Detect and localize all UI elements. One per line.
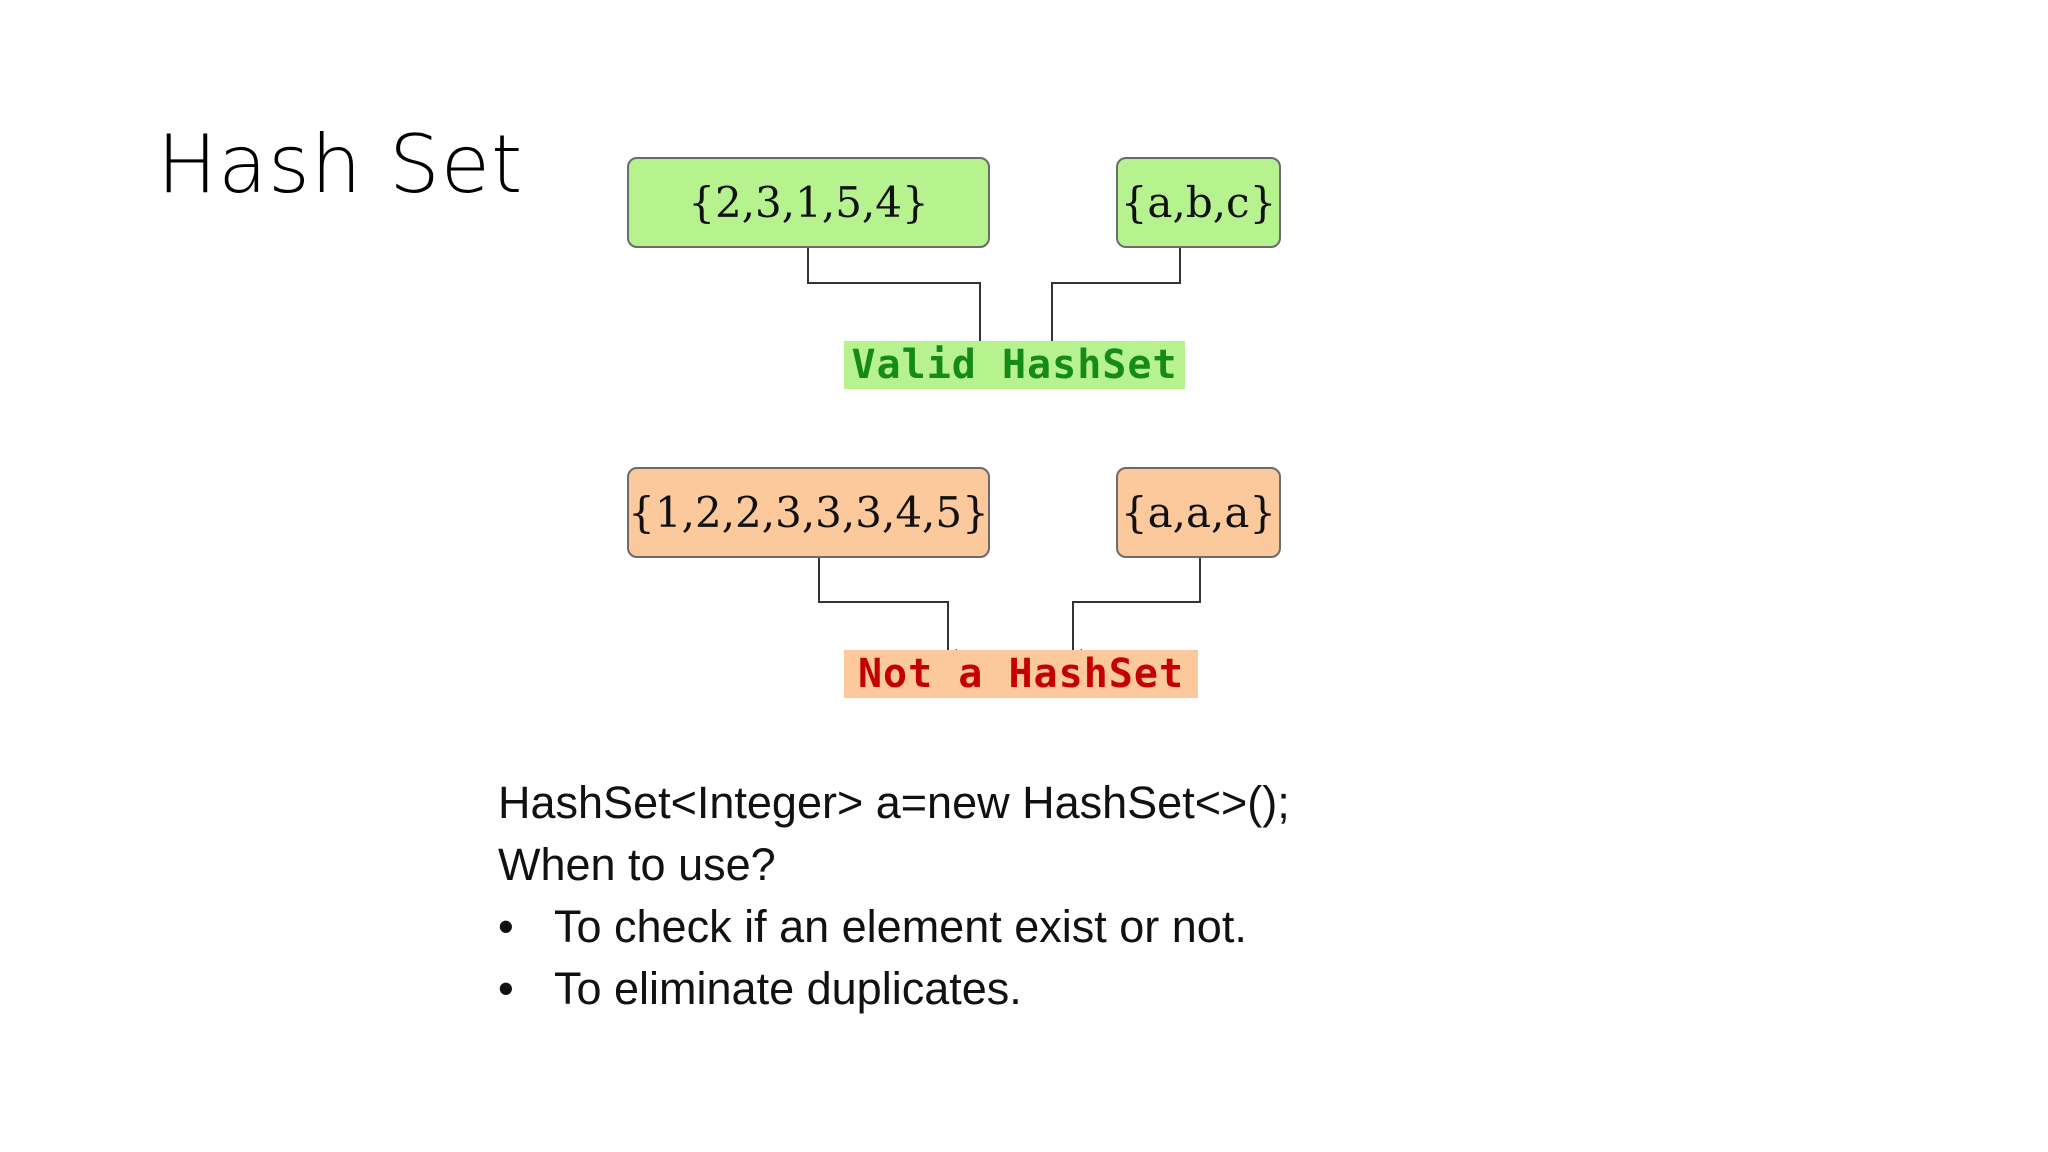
hashset-diagram: {2,3,1,5,4} {a,b,c} Valid HashSet {1,2,2…: [620, 140, 1300, 740]
bullet-item: • To check if an element exist or not.: [498, 896, 1290, 958]
valid-hashset-label: Valid HashSet: [844, 341, 1185, 389]
connector-valid-right: [1051, 248, 1181, 351]
valid-set-numbers-box: {2,3,1,5,4}: [627, 157, 990, 248]
invalid-set-numbers-box: {1,2,2,3,3,3,4,5}: [627, 467, 990, 558]
connector-invalid-left: [818, 558, 957, 659]
bullet-icon: •: [498, 963, 514, 1014]
connector-layer: [807, 248, 1201, 659]
connector-valid-left: [807, 248, 989, 351]
code-line: HashSet<Integer> a=new HashSet<>();: [498, 777, 1290, 828]
slide-title: Hash Set: [157, 118, 524, 211]
bullet-icon: •: [498, 901, 514, 952]
bullet-text: To check if an element exist or not.: [554, 901, 1247, 952]
valid-set-letters-box: {a,b,c}: [1116, 157, 1281, 248]
slide-body: HashSet<Integer> a=new HashSet<>(); When…: [498, 772, 1290, 1020]
connector-invalid-right: [1072, 558, 1201, 659]
invalid-set-letters-box: {a,a,a}: [1116, 467, 1281, 558]
not-hashset-label: Not a HashSet: [844, 650, 1198, 698]
bullet-item: • To eliminate duplicates.: [498, 958, 1290, 1020]
question-line: When to use?: [498, 839, 776, 890]
bullet-text: To eliminate duplicates.: [554, 963, 1022, 1014]
